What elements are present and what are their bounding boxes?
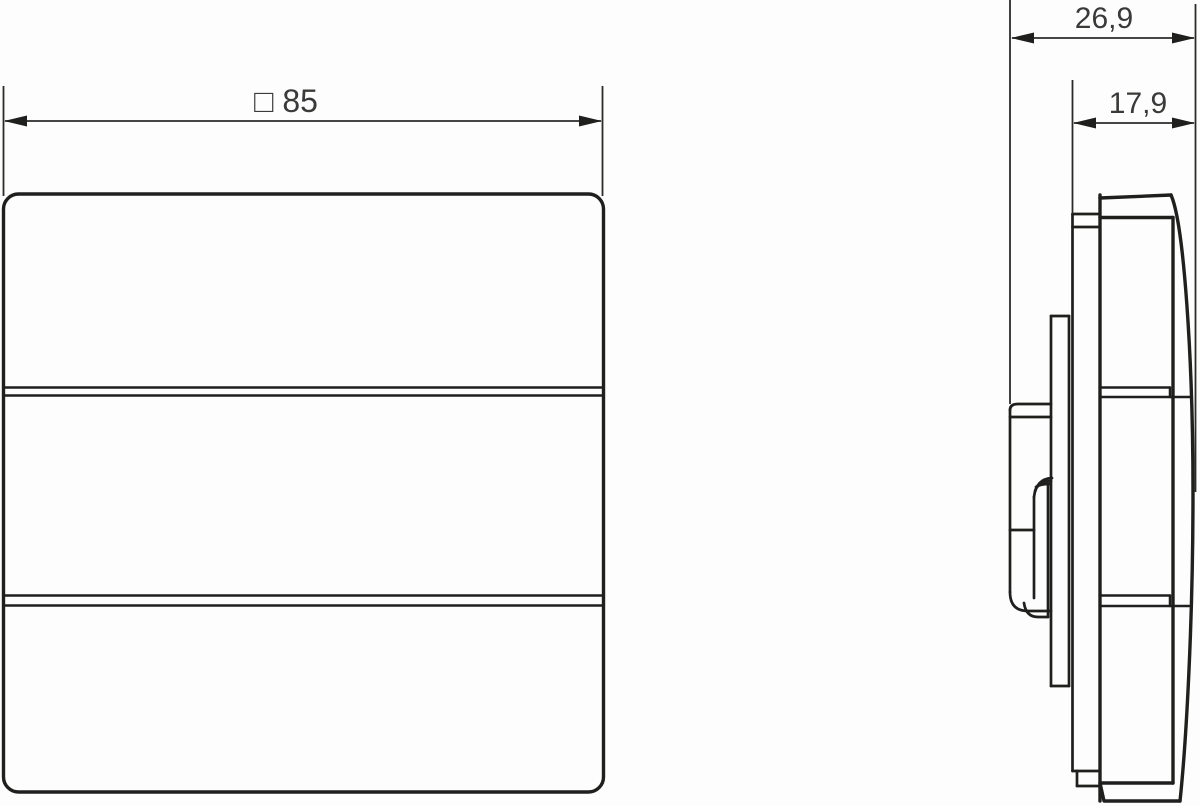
side-rocker-seam-bottom (1098, 594, 1191, 608)
arrow-left-icon (1011, 32, 1034, 44)
arrow-right-icon (1172, 117, 1195, 129)
total-depth-label: 26,9 (1075, 2, 1133, 35)
front-depth-dimension: 17,9 (1071, 80, 1195, 214)
front-depth-label: 17,9 (1109, 87, 1167, 120)
mounting-claw (1022, 476, 1054, 619)
rocker-seam-top (4, 386, 603, 397)
front-view (1, 192, 606, 794)
rocker-seam-bottom (4, 594, 603, 607)
front-width-label: □ 85 (254, 83, 318, 119)
arrow-right-icon (579, 115, 602, 127)
arrow-right-icon (1172, 32, 1195, 44)
front-plate-outline (1, 192, 606, 794)
side-view (1008, 193, 1195, 803)
side-wall-insert (1008, 402, 1054, 619)
side-support-step (1049, 314, 1071, 688)
arrow-left-icon (4, 115, 27, 127)
arrow-left-icon (1073, 117, 1096, 129)
total-depth-dimension: 26,9 (1009, 0, 1197, 492)
side-rocker-seam-top (1098, 386, 1192, 399)
side-frame (1071, 212, 1102, 788)
front-width-dimension: □ 85 (2, 83, 604, 196)
rocker-front-curve (1169, 193, 1195, 803)
side-rocker-module (1098, 193, 1195, 803)
